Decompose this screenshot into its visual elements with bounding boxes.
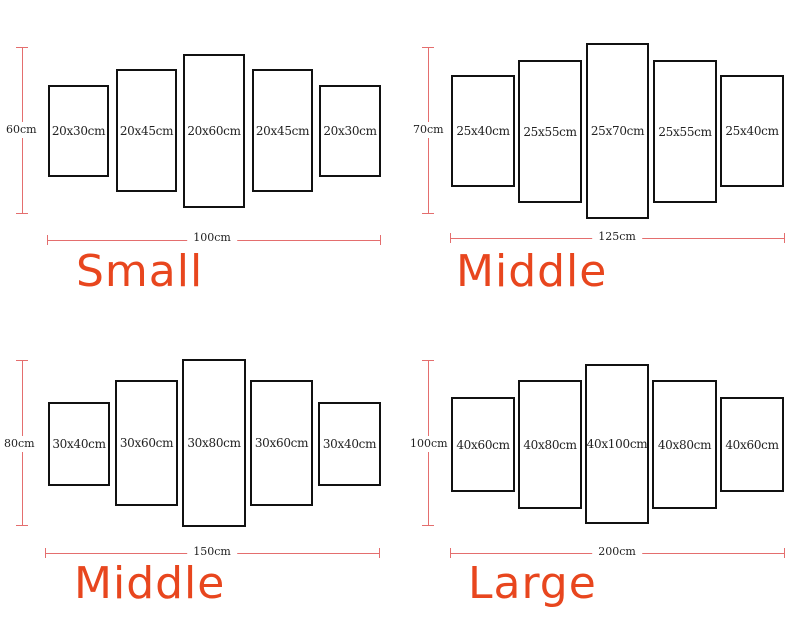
size-name-label: Middle — [456, 246, 608, 297]
canvas-panel-5: 30x40cm — [318, 402, 381, 486]
width-tick-right — [784, 548, 785, 558]
canvas-panel-2: 30x60cm — [115, 380, 178, 506]
width-tick-right — [379, 548, 380, 558]
canvas-panel-3: 30x80cm — [182, 359, 246, 527]
total-width-label: 150cm — [187, 546, 237, 558]
size-name-label: Small — [76, 246, 204, 297]
canvas-panel-4: 20x45cm — [252, 69, 313, 192]
total-height-label: 60cm — [6, 122, 37, 138]
height-tick-bottom — [16, 213, 28, 214]
total-width-label: 125cm — [592, 231, 642, 243]
canvas-panel-2: 40x80cm — [518, 380, 582, 509]
canvas-panel-1: 25x40cm — [451, 75, 515, 187]
canvas-panel-4: 30x60cm — [250, 380, 313, 506]
size-set-middle-125: 70cm 25x40cm 25x55cm 25x70cm 25x55cm 25x… — [400, 0, 800, 312]
canvas-panel-1: 40x60cm — [451, 397, 515, 492]
width-tick-right — [784, 233, 785, 243]
canvas-panel-2: 20x45cm — [116, 69, 177, 192]
canvas-panel-1: 20x30cm — [48, 85, 109, 177]
canvas-panel-1: 30x40cm — [48, 402, 110, 486]
canvas-panel-5: 40x60cm — [720, 397, 784, 492]
size-name-label: Large — [468, 558, 597, 609]
canvas-panel-3: 40x100cm — [585, 364, 649, 524]
size-name-label: Middle — [74, 558, 226, 609]
size-set-large: 100cm 40x60cm 40x80cm 40x100cm 40x80cm 4… — [400, 312, 800, 624]
height-tick-bottom — [16, 525, 28, 526]
canvas-panel-5: 25x40cm — [720, 75, 784, 187]
canvas-panel-4: 25x55cm — [653, 60, 717, 203]
height-tick-bottom — [422, 213, 434, 214]
canvas-panel-2: 25x55cm — [518, 60, 582, 203]
canvas-panel-3: 20x60cm — [183, 54, 245, 208]
total-height-label: 100cm — [410, 436, 448, 452]
total-height-label: 70cm — [413, 122, 444, 138]
size-set-small: 60cm 20x30cm 20x45cm 20x60cm 20x45cm 20x… — [0, 0, 400, 312]
height-tick-bottom — [422, 525, 434, 526]
width-tick-right — [380, 235, 381, 245]
total-width-label: 200cm — [592, 546, 642, 558]
canvas-panel-3: 25x70cm — [586, 43, 649, 219]
canvas-panel-5: 20x30cm — [319, 85, 381, 177]
total-width-label: 100cm — [187, 232, 237, 244]
canvas-panel-4: 40x80cm — [652, 380, 717, 509]
size-set-middle-150: 80cm 30x40cm 30x60cm 30x80cm 30x60cm 30x… — [0, 312, 400, 624]
total-height-label: 80cm — [4, 436, 35, 452]
